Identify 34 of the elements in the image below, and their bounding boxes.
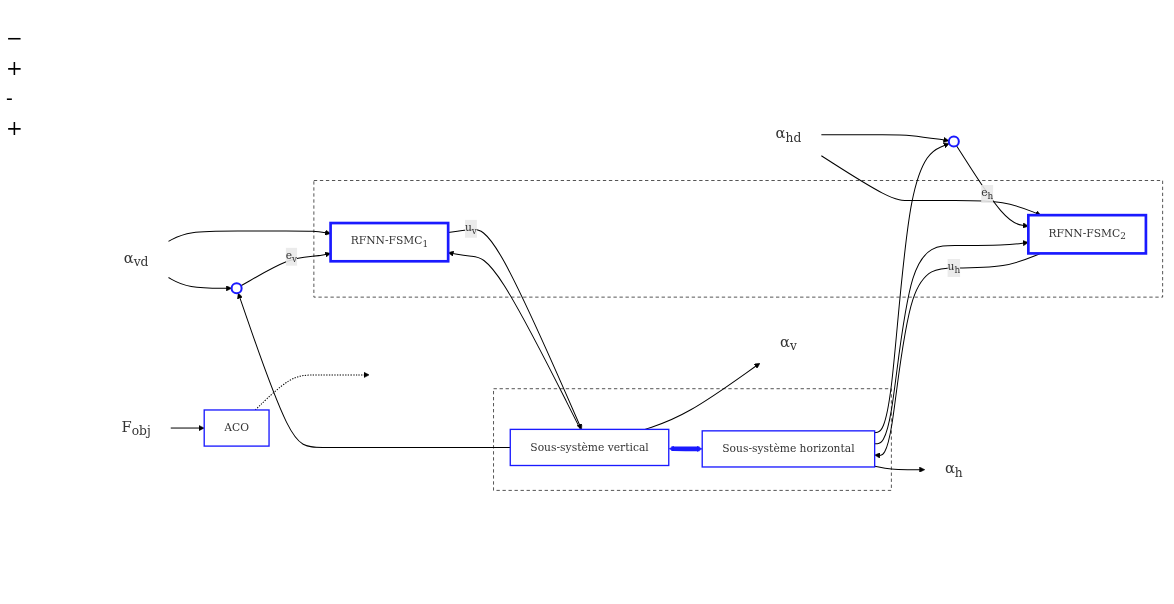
sign-label: +	[6, 116, 24, 140]
node-text: α$_{hd}$	[775, 124, 802, 145]
edge-label: e$_{v}$	[285, 248, 298, 264]
arrow	[170, 424, 205, 431]
arrow	[874, 142, 950, 433]
arrow	[874, 465, 926, 473]
node-circle	[947, 135, 960, 148]
cluster	[493, 388, 892, 491]
arrow	[254, 371, 370, 411]
cluster	[313, 180, 1163, 298]
edge-label: u$_{v}$	[464, 220, 477, 236]
edge-label: e$_{h}$	[981, 186, 994, 201]
arrow	[820, 134, 950, 143]
arrow	[237, 292, 511, 448]
arrow	[240, 251, 331, 287]
node-text: α$_{v}$	[780, 333, 797, 353]
arrow	[668, 445, 703, 452]
node-text: α$_{vd}$	[123, 249, 149, 269]
sign-label: −	[6, 26, 24, 50]
sign-label: +	[6, 56, 24, 80]
node-box: Sous-système vertical	[509, 428, 670, 466]
node-box: RFNN-FSMC$_{1}$	[329, 221, 450, 263]
edge-label: u$_{h}$	[947, 260, 961, 275]
node-box: ACO	[203, 409, 270, 447]
node-text: α$_{h}$	[944, 459, 963, 480]
arrow	[874, 240, 1029, 445]
arrow	[168, 276, 232, 292]
node-circle	[230, 282, 243, 295]
node-box: Sous-système horizontal	[701, 430, 876, 468]
node-box: RFNN-FSMC$_{2}$	[1027, 213, 1148, 255]
node-text: F$_{obj}$	[121, 418, 151, 438]
arrow	[956, 144, 1029, 229]
sign-label: -	[6, 86, 14, 110]
arrow	[168, 229, 331, 242]
